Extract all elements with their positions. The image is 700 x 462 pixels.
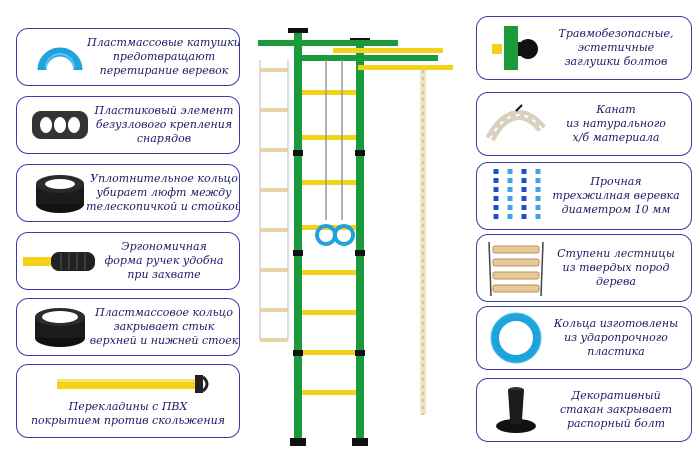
feature-line: убирает люфт между: [96, 186, 232, 199]
feature-line: снарядов: [136, 132, 192, 145]
feature-line: трехжилная веревка: [552, 189, 680, 202]
plastic-ring-icon: [23, 299, 97, 355]
feature-line: Кольца изготовлены: [553, 317, 679, 330]
feature-line: дерева: [596, 275, 636, 288]
feature-line: предотвращают: [112, 50, 216, 63]
feature-text: Пластиковый элемент безузлового креплени…: [94, 97, 234, 153]
feature-line: покрытием против скольжения: [30, 414, 226, 427]
feature-line: Ступени лестницы: [557, 247, 675, 260]
feature-text: Ступени лестницы из твердых пород дерева: [547, 235, 685, 301]
feature-card-coil: Пластмассовые катушки предотвращают пере…: [16, 28, 240, 86]
feature-line: эстетичные: [577, 41, 655, 54]
wooden-ladder-icon: [483, 235, 549, 301]
feature-text: Пластмассовое кольцо закрывает стык верх…: [90, 299, 239, 355]
feature-card-ladder-steps: Ступени лестницы из твердых пород дерева: [476, 234, 692, 302]
feature-card-bolt-caps: Травмобезопасные, эстетичные заглушки бо…: [476, 16, 692, 80]
feature-card-cotton-rope: Канат из натурального х/б материала: [476, 92, 692, 156]
feature-line: при захвате: [127, 268, 201, 281]
braided-rope-icon: [483, 163, 549, 229]
feature-line: верхней и нижней стоек: [89, 334, 239, 347]
feature-text: Эргономичная форма ручек удобна при захв…: [97, 233, 231, 289]
gymnastic-ring-icon: [483, 307, 549, 369]
feature-line: пластика: [587, 345, 645, 358]
feature-line: из натурального: [566, 117, 666, 130]
feature-line: из ударопрочного: [564, 331, 668, 344]
feature-line: перетирание веревок: [99, 64, 229, 77]
feature-card-decorative-cup: Декоративный стакан закрывает распорный …: [476, 378, 692, 442]
bolt-cap-icon: [483, 17, 549, 79]
feature-card-braided-rope: Прочная трехжилная веревка диаметром 10 …: [476, 162, 692, 230]
feature-line: Эргономичная: [121, 240, 207, 253]
feature-line: Уплотнительное кольцо: [90, 172, 238, 185]
feature-card-handle: Эргономичная форма ручек удобна при захв…: [16, 232, 240, 290]
feature-text: Уплотнительное кольцо убирает люфт между…: [86, 165, 239, 221]
feature-line: Прочная: [590, 175, 642, 188]
rope-ladder: [259, 60, 289, 342]
feature-line: закрывает стык: [113, 320, 215, 333]
plastic-mount-element-icon: [23, 97, 97, 153]
seal-ring-icon: [23, 165, 97, 221]
feature-card-rings: Кольца изготовлены из ударопрочного плас…: [476, 306, 692, 370]
blue-plastic-coil-icon: [23, 29, 97, 85]
feature-line: Перекладины с ПВХ: [68, 400, 188, 413]
feature-line: х/б материала: [572, 131, 660, 144]
feature-line: Пластмассовые катушки: [87, 36, 240, 49]
feature-line: из твердых пород: [562, 261, 670, 274]
feature-text: Канат из натурального х/б материала: [547, 93, 685, 155]
feature-card-mount-element: Пластиковый элемент безузлового креплени…: [16, 96, 240, 154]
feature-line: диаметром 10 мм: [561, 203, 671, 216]
feature-line: заглушки болтов: [564, 55, 668, 68]
feature-line: телескопичкой и стойкой: [86, 200, 240, 213]
ergonomic-handle-icon: [23, 233, 97, 289]
feature-text: Травмобезопасные, эстетичные заглушки бо…: [547, 17, 685, 79]
feature-text: Кольца изготовлены из ударопрочного плас…: [547, 307, 685, 369]
pvc-crossbar-icon: [57, 375, 209, 393]
feature-line: Пластмассовое кольцо: [95, 306, 233, 319]
feature-card-crossbar: Перекладины с ПВХ покрытием против сколь…: [16, 364, 240, 438]
feature-text: Перекладины с ПВХ покрытием против сколь…: [27, 395, 229, 433]
decorative-cup-icon: [483, 379, 549, 441]
feature-line: Канат: [596, 103, 636, 116]
feature-line: форма ручек удобна: [104, 254, 224, 267]
feature-text: Пластмассовые катушки предотвращают пере…: [87, 29, 239, 85]
feature-line: Травмобезопасные,: [558, 27, 674, 40]
feature-line: безузлового крепления: [95, 118, 233, 131]
feature-line: стакан закрывает: [559, 403, 673, 416]
wall-bars-product-image: [258, 28, 453, 446]
feature-line: Пластиковый элемент: [94, 104, 234, 117]
feature-card-seal-ring: Уплотнительное кольцо убирает люфт между…: [16, 164, 240, 222]
cotton-rope-icon: [483, 93, 549, 155]
feature-card-plastic-ring: Пластмассовое кольцо закрывает стык верх…: [16, 298, 240, 356]
feature-text: Прочная трехжилная веревка диаметром 10 …: [547, 163, 685, 229]
feature-line: распорный болт: [566, 417, 666, 430]
feature-text: Декоративный стакан закрывает распорный …: [547, 379, 685, 441]
feature-line: Декоративный: [571, 389, 661, 402]
